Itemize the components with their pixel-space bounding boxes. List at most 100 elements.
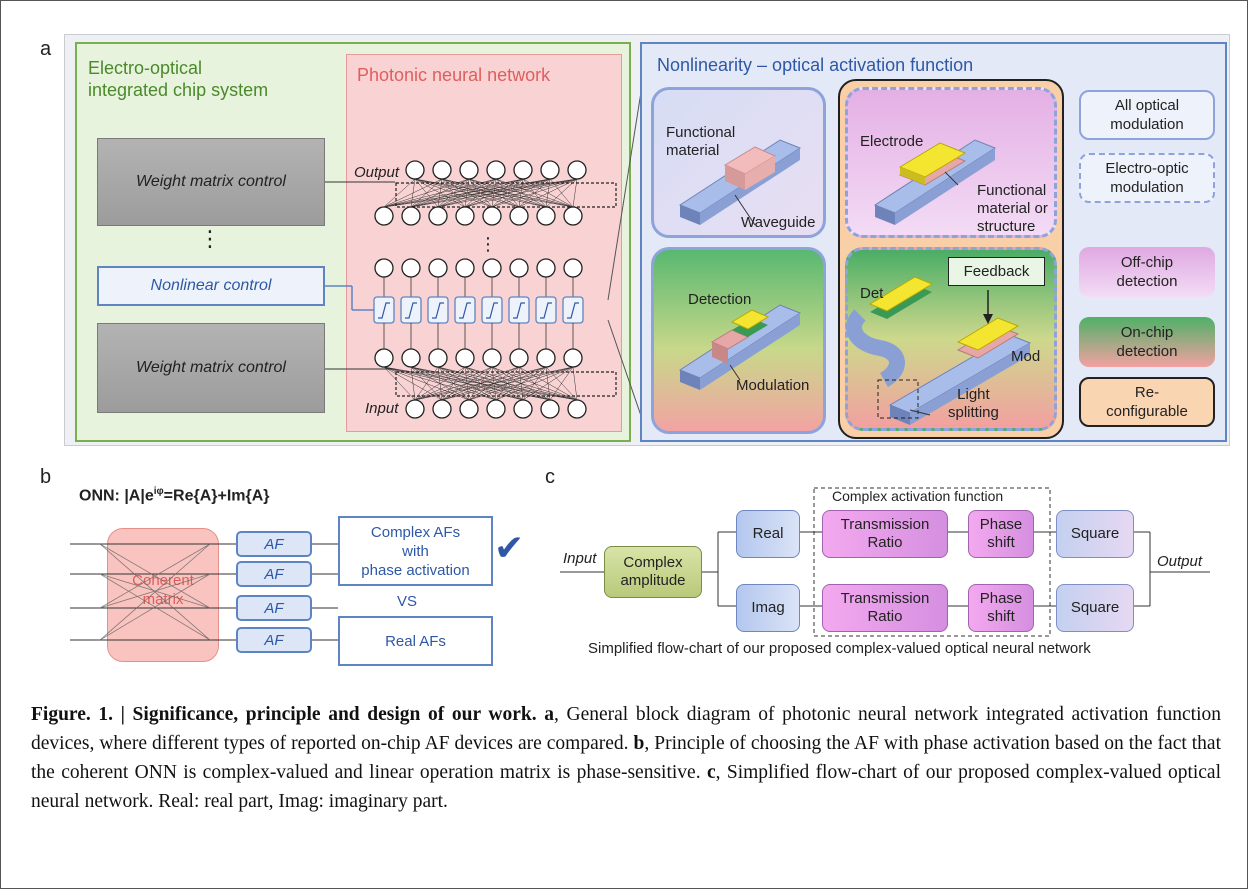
connection-line — [414, 366, 439, 401]
legend-electro-optic-l2: modulation — [1110, 179, 1184, 196]
label-det: Det — [860, 285, 884, 302]
connection-line — [464, 178, 578, 208]
output-neuron — [540, 160, 560, 180]
label-em-line3: structure — [977, 218, 1036, 235]
output-neuron — [432, 160, 452, 180]
label-light: Light — [957, 386, 990, 403]
hidden-neuron-top — [401, 206, 421, 226]
hidden-neuron-bottom — [536, 348, 556, 368]
pointer-waveguide — [734, 194, 756, 226]
af-box-1: AF — [236, 531, 312, 557]
label-functional-material: Functional material — [666, 124, 735, 160]
nonlinearity-title: Nonlinearity – optical activation functi… — [657, 55, 974, 75]
hidden-neuron-mid — [509, 258, 529, 278]
connection-line — [518, 178, 578, 208]
output-neuron — [486, 160, 506, 180]
square-node-top: Square — [1056, 510, 1134, 558]
ps-bottom-l1: Phase — [979, 590, 1023, 607]
label-detection: Detection — [688, 291, 752, 308]
panel-a-letter: a — [40, 38, 52, 60]
caption-a-text: , General block diagram of photonic neur… — [31, 704, 1222, 754]
legend-all-optical-l2: modulation — [1110, 116, 1184, 133]
panel-b-letter: b — [40, 466, 52, 488]
hidden-neuron-top — [455, 206, 475, 226]
panel-c-letter: c — [545, 466, 555, 488]
label-electrode: Electrode — [860, 133, 924, 150]
legend-electro-optic-l1: Electro-optic — [1105, 160, 1189, 177]
hidden-neuron-mid — [536, 258, 556, 278]
onn-eq-part1: ONN: |A|e — [79, 487, 154, 505]
legend-electro-optic: Electro-optic modulation — [1079, 153, 1215, 203]
af-box-4: AF — [236, 627, 312, 653]
hidden-neuron-bottom — [482, 348, 502, 368]
caption-c-key: c — [706, 762, 716, 783]
connection-line — [383, 178, 551, 208]
connection-line — [491, 178, 578, 208]
input-label: Input — [365, 400, 399, 417]
complex-afs-box: Complex AFs with phase activation — [338, 516, 493, 586]
label-splitting: splitting — [948, 404, 999, 421]
hidden-neuron-bottom — [563, 348, 583, 368]
waveguide-device-2 — [678, 304, 802, 390]
vertical-ellipsis: ⋮ — [199, 226, 221, 251]
output-neuron — [459, 160, 479, 180]
connection-line — [414, 366, 547, 401]
tr-bottom-l1: Transmission — [840, 590, 930, 607]
weight-matrix-control-top: Weight matrix control — [97, 138, 325, 226]
hidden-neuron-bottom — [455, 348, 475, 368]
hidden-neuron-mid — [428, 258, 448, 278]
caption-figure-label: Figure. 1. | Significance, principle and… — [31, 704, 537, 725]
connection-line — [414, 366, 493, 401]
weight-matrix-control-bottom: Weight matrix control — [97, 323, 325, 413]
connection-line — [383, 178, 578, 208]
label-modulation: Modulation — [736, 377, 810, 394]
checkmark-icon: ✔ — [494, 527, 525, 568]
label-waveguide: Waveguide — [741, 214, 816, 231]
connection-line — [468, 366, 574, 401]
legend-off-chip-l1: Off-chip — [1120, 254, 1174, 271]
output-flow-label: Output — [1157, 553, 1203, 570]
activation-curve — [567, 302, 579, 319]
activation-curve — [486, 302, 498, 319]
real-node: Real — [736, 510, 800, 558]
connection-line — [522, 366, 574, 401]
hidden-neuron-top — [374, 206, 394, 226]
tr-top-l1: Transmission — [840, 516, 930, 533]
hidden-neuron-mid — [455, 258, 475, 278]
panel-c-flow-svg — [560, 487, 1210, 637]
square-node-bottom: Square — [1056, 584, 1134, 632]
onn-equation: ONN: |A|eiφ=Re{A}+Im{A} — [79, 486, 270, 505]
caption-b-text: , Principle of choosing the AF with phas… — [31, 733, 1221, 783]
connection-line — [383, 178, 497, 208]
connection-line — [572, 178, 578, 208]
hidden-neuron-top — [428, 206, 448, 226]
connection-line — [437, 178, 578, 208]
legend-reconfigurable: Re-configurable — [1079, 377, 1215, 427]
connection-line — [549, 366, 574, 401]
connection-line — [545, 178, 578, 208]
legend-on-chip-l1: On-chip — [1120, 324, 1174, 341]
input-neuron — [432, 399, 452, 419]
system-title-line2: integrated chip system — [88, 80, 269, 100]
complex-afs-l3: phase activation — [361, 561, 470, 579]
tr-bottom-l2: Ratio — [867, 608, 903, 625]
complex-afs-l2: with — [402, 542, 429, 560]
feedback-box: Feedback — [948, 257, 1045, 286]
flow-chart-subtitle: Simplified flow-chart of our proposed co… — [588, 640, 1091, 657]
network-diagram-svg: ⋮ — [325, 47, 649, 437]
hidden-neuron-top — [563, 206, 583, 226]
input-neuron — [486, 399, 506, 419]
connection-line — [383, 178, 470, 208]
waveguide-device-3 — [873, 139, 997, 225]
label-material: material — [666, 142, 720, 159]
ps-top-l1: Phase — [979, 516, 1023, 533]
connection-line — [410, 178, 578, 208]
connection-line — [383, 178, 443, 208]
af-box-2: AF — [236, 561, 312, 587]
ps-bottom-l2: shift — [987, 608, 1015, 625]
